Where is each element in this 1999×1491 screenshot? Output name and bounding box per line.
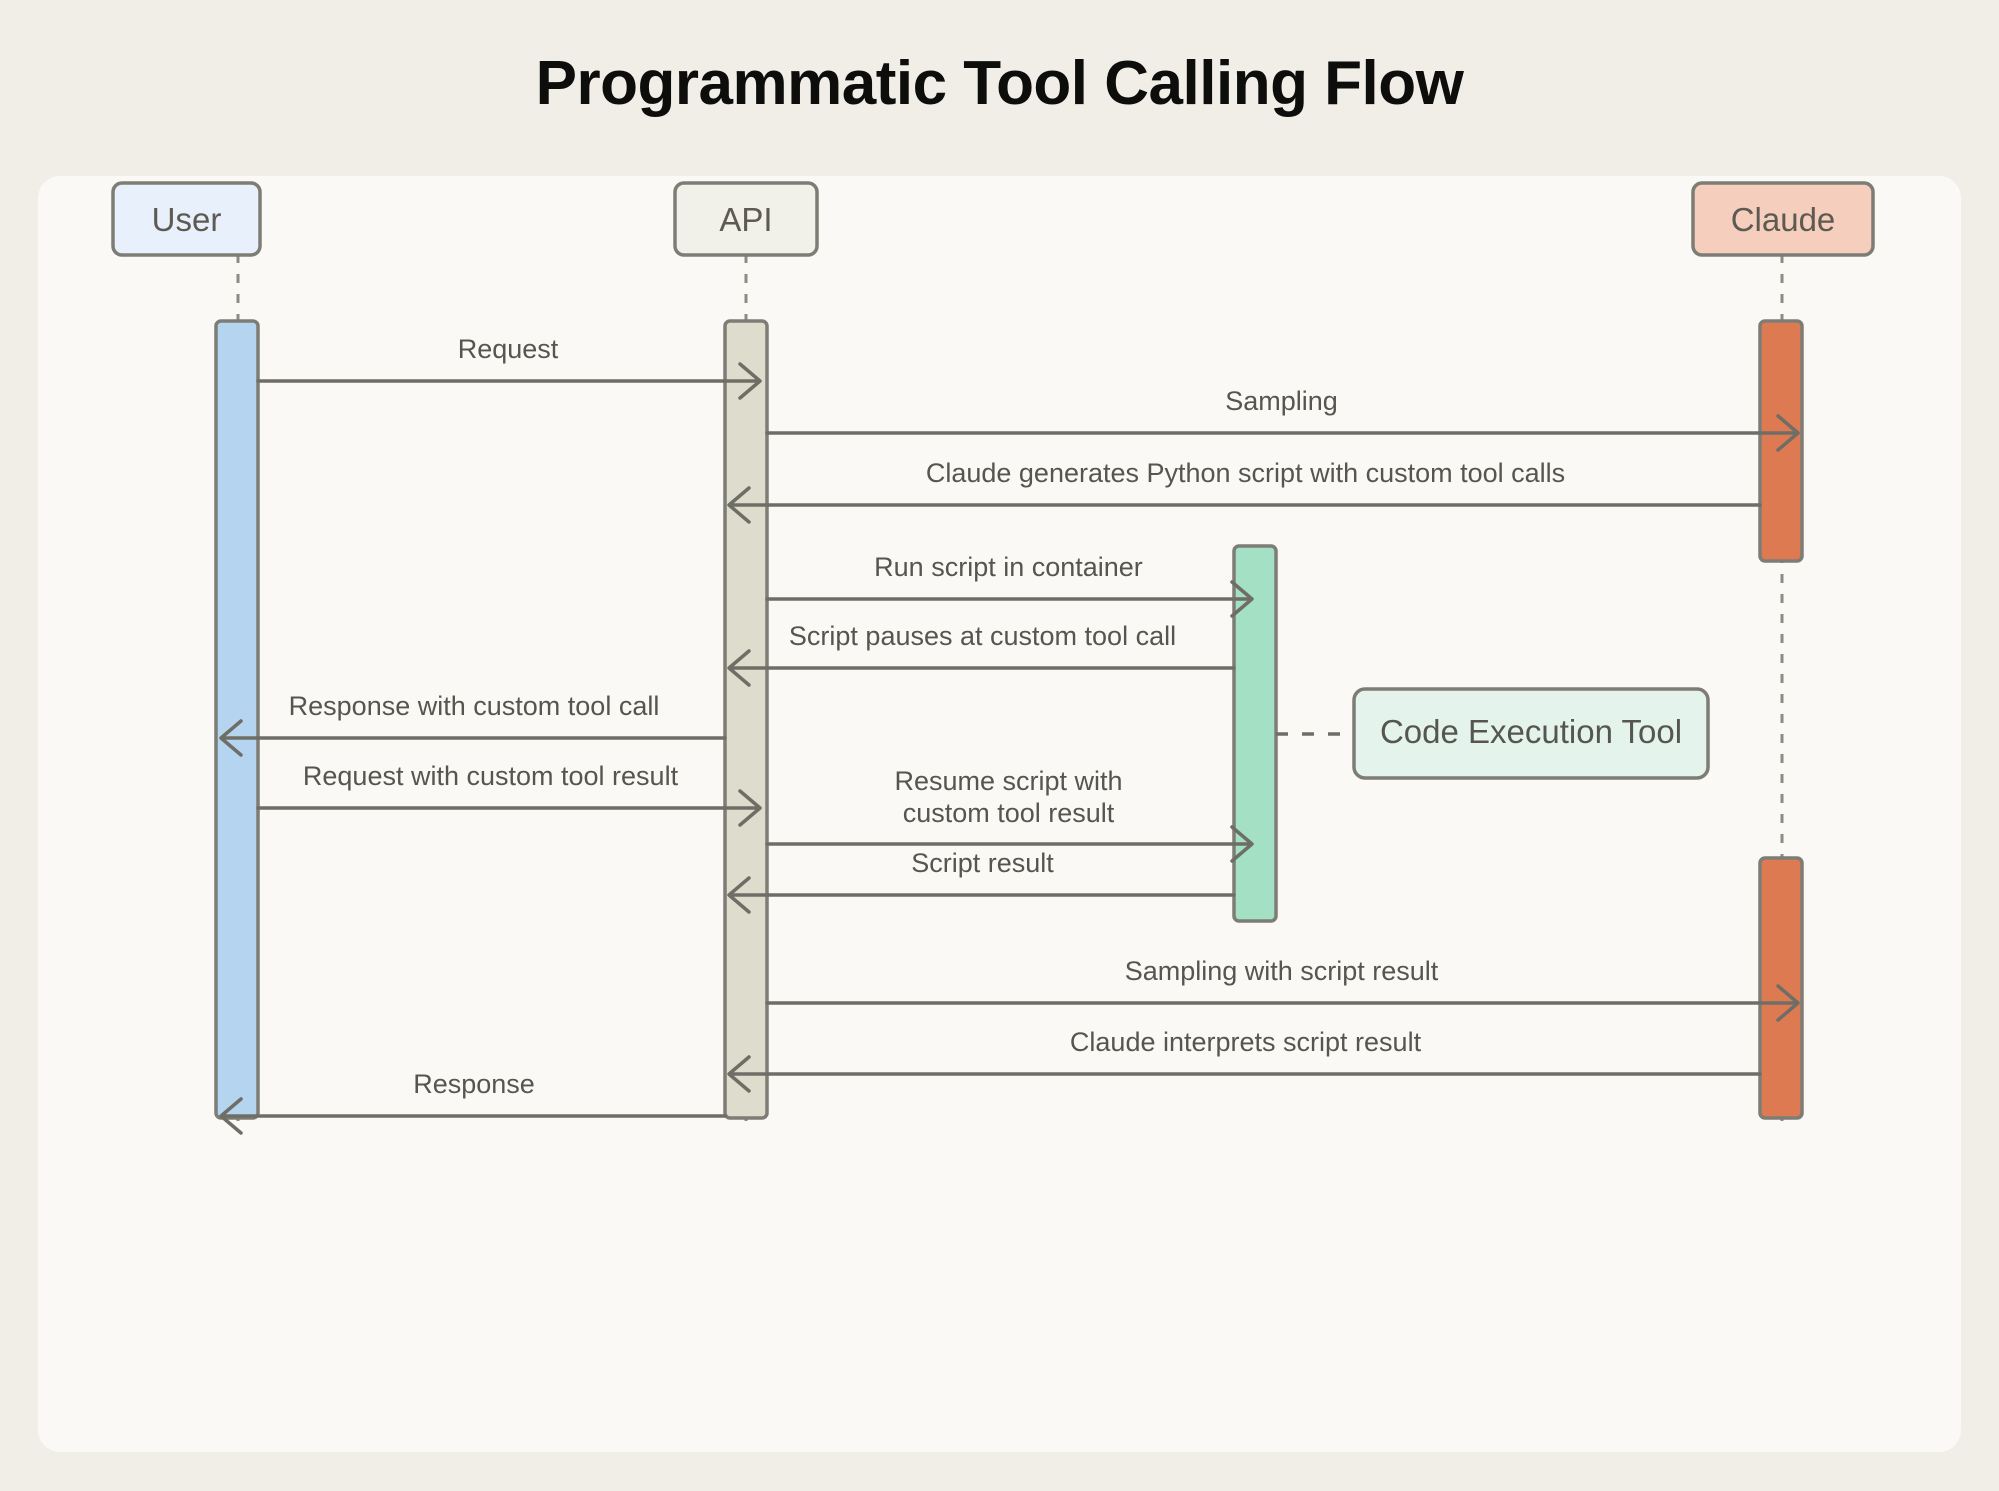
activation-bar-user <box>214 319 260 1120</box>
message-arrow-script-result <box>727 876 1236 914</box>
note-box[interactable] <box>1352 687 1710 780</box>
message-arrow-response <box>219 1097 727 1135</box>
activation-bar-code-execution <box>1232 544 1278 923</box>
participant-box-user[interactable] <box>111 181 262 257</box>
participant-boxes <box>111 181 1875 257</box>
sequence-diagram <box>111 181 1875 1135</box>
message-arrow-script-pauses <box>727 649 1236 687</box>
message-arrow-claude-interprets <box>727 1055 1762 1093</box>
page-title: Programmatic Tool Calling Flow <box>535 49 1464 118</box>
message-arrow-request-with-tool-result <box>256 789 762 827</box>
message-arrow-sampling <box>765 414 1800 452</box>
message-arrow-response-with-tool-call <box>219 719 727 757</box>
message-arrow-resume-script <box>765 825 1254 863</box>
diagram-canvas: User API Claude Code Execution Tool Requ… <box>38 176 1961 1452</box>
message-arrow-sampling-with-script-result <box>765 984 1800 1022</box>
activation-bar-claude-upper <box>1758 319 1804 563</box>
message-arrow-request <box>256 362 762 400</box>
message-arrow-claude-generates-script <box>727 486 1762 524</box>
activation-bar-api <box>723 319 769 1120</box>
participant-box-claude[interactable] <box>1691 181 1875 257</box>
message-arrow-run-script <box>765 580 1254 618</box>
participant-box-api[interactable] <box>673 181 819 257</box>
code-execution-tool-note[interactable] <box>1276 687 1710 780</box>
message-arrows <box>219 362 1800 1135</box>
